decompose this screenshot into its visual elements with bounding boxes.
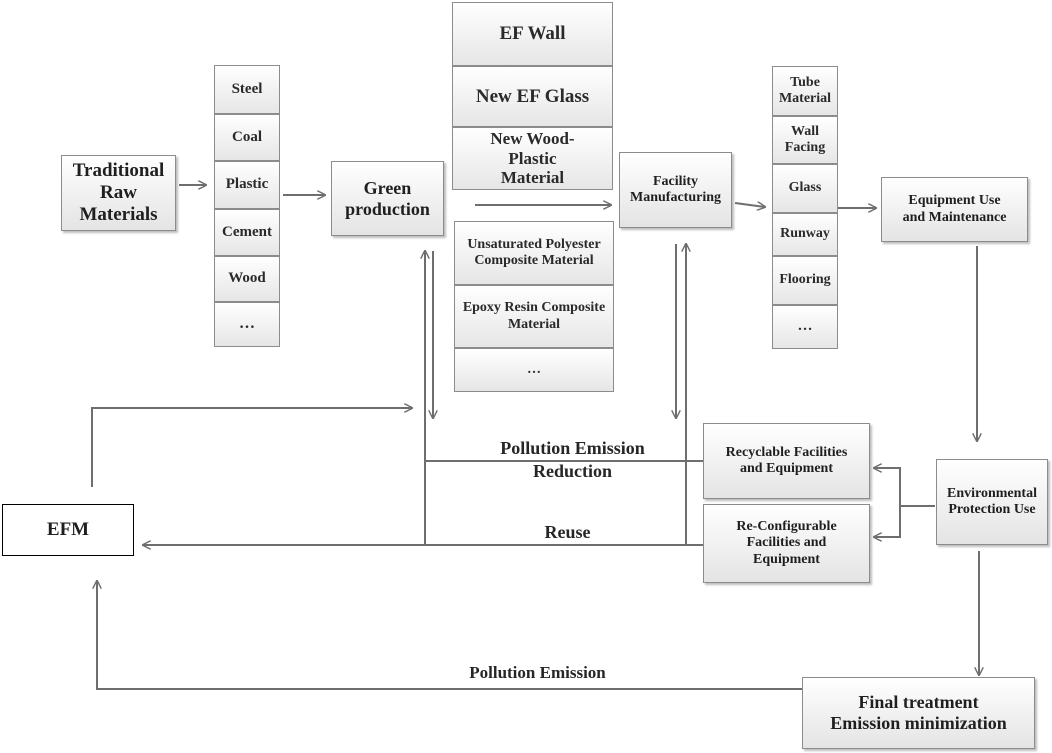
ef-product-item: New EF Glass <box>452 66 613 127</box>
traditional-raw-materials-box: Traditional Raw Materials <box>61 155 176 231</box>
pollution-emission-label: Pollution Emission <box>469 663 606 682</box>
facility-item-item: Runway <box>772 213 838 256</box>
raw-material-item: Wood <box>214 256 280 302</box>
raw-material-item: Plastic <box>214 161 280 209</box>
facility-item-item: Flooring <box>772 256 838 305</box>
environmental-protection-box: Environmental Protection Use <box>936 459 1048 545</box>
raw-material-item: Cement <box>214 209 280 256</box>
efm-box: EFM <box>2 504 134 556</box>
reuse-label: Reuse <box>544 522 591 542</box>
composite-material-item: Epoxy Resin Composite Material <box>454 285 614 348</box>
composite-material-item: Unsaturated Polyester Composite Material <box>454 221 614 285</box>
recyclable-facilities-box: Recyclable Facilities and Equipment <box>703 423 870 499</box>
ef-product-item: EF Wall <box>452 2 613 66</box>
arrow-env-to-reconfigurable <box>874 506 901 537</box>
final-treatment-box: Final treatment Emission minimization <box>802 677 1035 749</box>
equipment-use-box: Equipment Use and Maintenance <box>881 177 1028 242</box>
pollution-emission-reduction-label: Pollution Emission Reduction <box>500 438 645 481</box>
arrow-pollution-to-efm <box>97 581 803 690</box>
green-production-box: Green production <box>331 161 444 236</box>
composite-material-item: … <box>454 348 614 392</box>
facility-item-item: … <box>772 305 838 349</box>
raw-material-item: Steel <box>214 65 280 114</box>
raw-material-item: … <box>214 302 280 347</box>
reconfigurable-facilities-box: Re-Configurable Facilities and Equipment <box>703 504 870 583</box>
ef-product-item: New Wood- Plastic Material <box>452 127 613 190</box>
facility-manufacturing-box: Facility Manufacturing <box>619 152 732 228</box>
facility-item-item: Tube Material <box>772 66 838 116</box>
facility-item-item: Wall Facing <box>772 116 838 164</box>
arrow-efm-to-green <box>91 408 412 487</box>
facility-item-item: Glass <box>772 164 838 213</box>
arrow-env-to-recyclable <box>874 468 935 507</box>
raw-material-item: Coal <box>214 114 280 161</box>
arrow-facility-to-items <box>734 203 765 207</box>
